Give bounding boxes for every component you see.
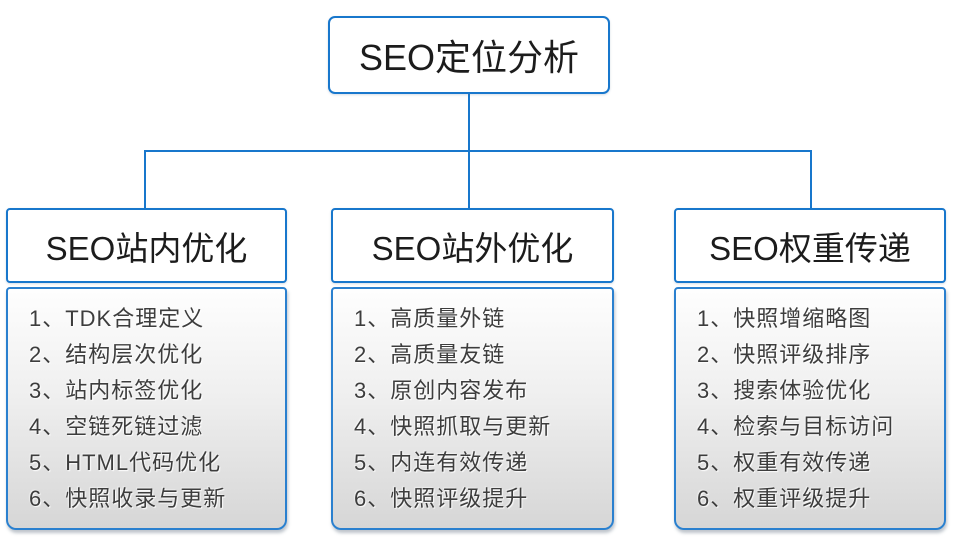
list-item: 2、结构层次优化 [29,342,204,367]
root-node: SEO定位分析 [328,16,610,94]
column-header-offsite-label: SEO站外优化 [371,229,574,267]
connector-drop-right-line [810,150,812,208]
list-item: 6、快照收录与更新 [29,486,227,511]
list-item: 2、快照评级排序 [697,342,872,367]
list-item: 5、内连有效传递 [354,450,529,475]
column-list-onsite: 1、TDK合理定义 2、结构层次优化 3、站内标签优化 4、空链死链过滤 5、H… [6,287,287,530]
connector-crossbar-line [144,150,812,152]
column-header-onsite: SEO站内优化 [6,208,287,283]
list-item: 1、TDK合理定义 [29,306,205,331]
connector-drop-left-line [144,150,146,208]
list-item: 5、权重有效传递 [697,450,872,475]
column-list-offsite: 1、高质量外链 2、高质量友链 3、原创内容发布 4、快照抓取与更新 5、内连有… [331,287,614,530]
list-item: 6、权重评级提升 [697,486,872,511]
root-node-label: SEO定位分析 [358,37,580,78]
column-list-weight: 1、快照增缩略图 2、快照评级排序 3、搜索体验优化 4、检索与目标访问 5、权… [674,287,946,530]
list-item: 4、快照抓取与更新 [354,414,552,439]
list-item: 4、空链死链过滤 [29,414,204,439]
column-header-weight: SEO权重传递 [674,208,946,283]
column-header-weight-label: SEO权重传递 [709,229,911,267]
list-item: 1、快照增缩略图 [697,306,872,331]
list-item: 1、高质量外链 [354,306,506,331]
column-header-onsite-label: SEO站内优化 [45,229,248,267]
list-item: 2、高质量友链 [354,342,506,367]
list-item: 3、搜索体验优化 [697,378,872,403]
list-item: 6、快照评级提升 [354,486,529,511]
list-item: 5、HTML代码优化 [29,450,222,475]
list-item: 4、检索与目标访问 [697,414,895,439]
column-header-offsite: SEO站外优化 [331,208,614,283]
list-item: 3、原创内容发布 [354,378,529,403]
list-item: 3、站内标签优化 [29,378,204,403]
